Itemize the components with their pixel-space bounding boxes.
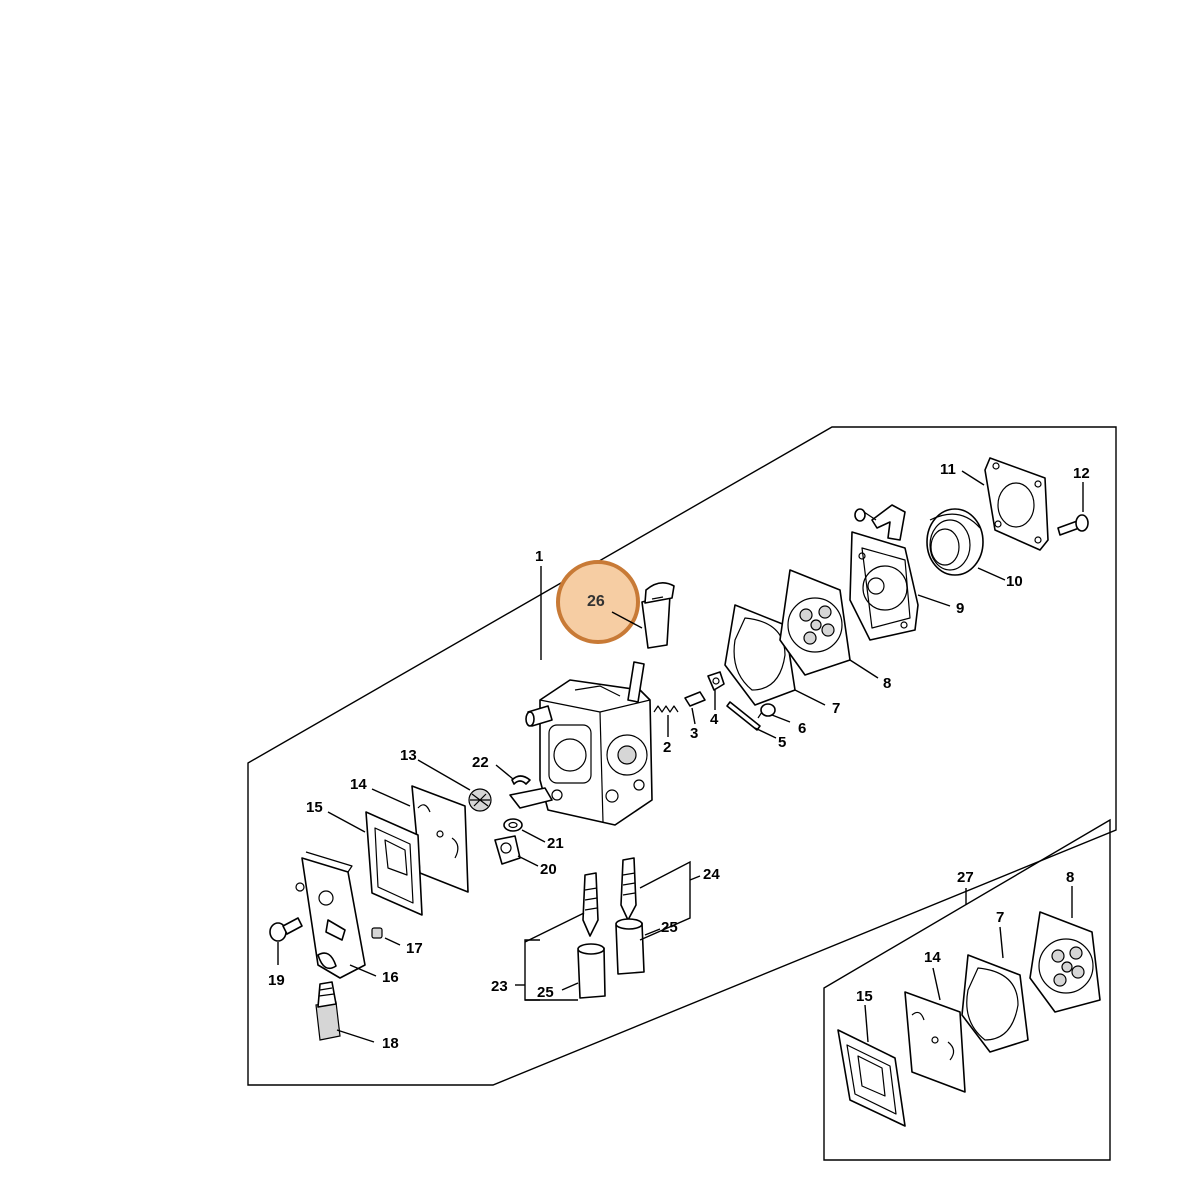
part-4-lever[interactable]: [707, 671, 725, 691]
kit-part-8-diaphragm[interactable]: [1029, 911, 1101, 1013]
part-26-shaft[interactable]: [641, 582, 675, 649]
label-18[interactable]: 18: [382, 1035, 399, 1052]
label-22[interactable]: 22: [472, 754, 489, 771]
highlight-marker-26[interactable]: 26: [556, 560, 643, 644]
label-12[interactable]: 12: [1073, 465, 1090, 482]
label-9[interactable]: 9: [956, 600, 964, 617]
part-23-jet[interactable]: [582, 872, 599, 937]
label-13[interactable]: 13: [400, 747, 417, 764]
part-8-diaphragm[interactable]: [779, 569, 851, 676]
part-25-cap-b[interactable]: [615, 918, 645, 975]
part-25-cap-a[interactable]: [577, 943, 606, 999]
label-8[interactable]: 8: [883, 675, 891, 692]
highlight-label: 26: [587, 593, 605, 610]
part-13-strainer[interactable]: [468, 788, 492, 812]
label-25-right[interactable]: 25: [661, 919, 678, 936]
label-27[interactable]: 27: [957, 869, 974, 886]
part-24-jet[interactable]: [620, 857, 637, 921]
part-15-gasket[interactable]: [365, 811, 423, 916]
kit-frame: [823, 818, 1111, 1161]
carburetor-body[interactable]: [525, 661, 653, 826]
label-25-left[interactable]: 25: [537, 984, 554, 1001]
label-kit-15[interactable]: 15: [856, 988, 873, 1005]
leader-lines: [277, 470, 1084, 1043]
part-2-spring[interactable]: [653, 705, 679, 713]
part-labels: 1 2 3 4 5 6 7 8 9 10 11 12 13 14 15 16 1…: [268, 461, 1090, 1052]
label-4[interactable]: 4: [710, 711, 719, 728]
label-10[interactable]: 10: [1006, 573, 1023, 590]
part-20-fitting[interactable]: [494, 835, 521, 865]
label-7[interactable]: 7: [832, 700, 840, 717]
label-1[interactable]: 1: [535, 548, 543, 565]
label-24[interactable]: 24: [703, 866, 720, 883]
part-17-plug[interactable]: [371, 927, 383, 939]
label-5[interactable]: 5: [778, 734, 786, 751]
part-9-pump-cover[interactable]: [849, 504, 919, 641]
label-17[interactable]: 17: [406, 940, 423, 957]
part-3-needle[interactable]: [684, 691, 706, 707]
part-22-clip[interactable]: [509, 775, 553, 809]
label-20[interactable]: 20: [540, 861, 557, 878]
part-5-pin[interactable]: [726, 701, 761, 731]
label-3[interactable]: 3: [690, 725, 698, 742]
label-23[interactable]: 23: [491, 978, 508, 995]
kit-part-7-gasket[interactable]: [961, 954, 1029, 1053]
part-21-washer[interactable]: [503, 818, 523, 832]
label-19[interactable]: 19: [268, 972, 285, 989]
label-kit-14[interactable]: 14: [924, 949, 941, 966]
label-15[interactable]: 15: [306, 799, 323, 816]
part-6-screw[interactable]: [757, 703, 776, 719]
label-21[interactable]: 21: [547, 835, 564, 852]
part-19-screw[interactable]: [269, 917, 303, 942]
part-10-seal-ring[interactable]: [926, 508, 984, 576]
part-16-metering-cover[interactable]: [295, 851, 366, 979]
part-7-gasket[interactable]: [724, 604, 796, 706]
kit-part-15-gasket[interactable]: [837, 1029, 906, 1127]
part-11-flange-gasket[interactable]: [984, 457, 1049, 551]
label-kit-8[interactable]: 8: [1066, 869, 1074, 886]
label-6[interactable]: 6: [798, 720, 806, 737]
label-14[interactable]: 14: [350, 776, 367, 793]
part-12-screw[interactable]: [1057, 514, 1089, 536]
label-11[interactable]: 11: [940, 461, 956, 478]
kit-part-14-diaphragm[interactable]: [904, 991, 966, 1093]
label-16[interactable]: 16: [382, 969, 399, 986]
part-18-primer-bulb[interactable]: [315, 981, 341, 1041]
label-2[interactable]: 2: [663, 739, 671, 756]
assembly-frame: [247, 426, 1117, 1086]
label-kit-7[interactable]: 7: [996, 909, 1004, 926]
